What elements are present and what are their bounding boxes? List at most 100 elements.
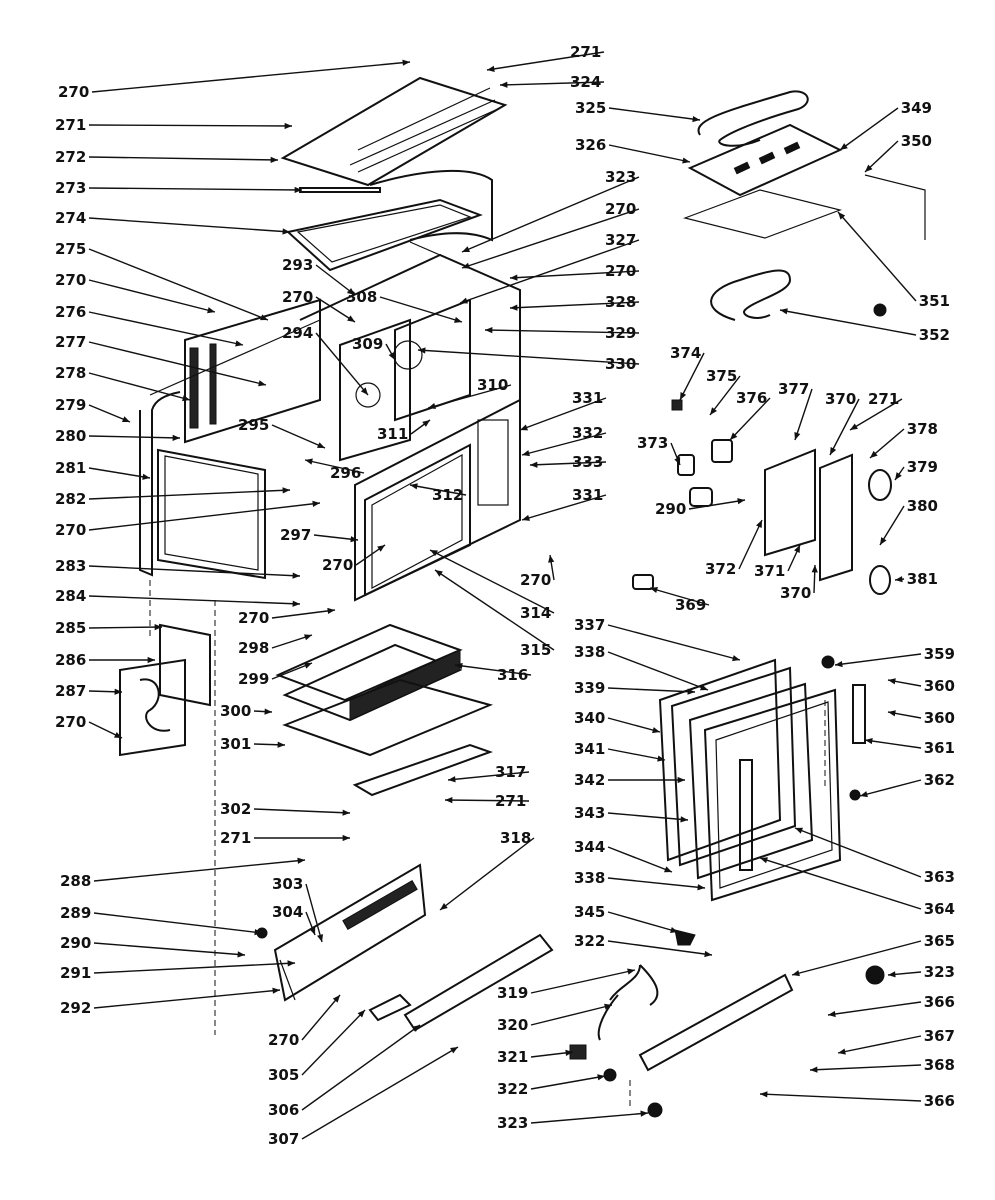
leader-arrow-363 (795, 827, 803, 834)
leader-line-295 (271, 424, 326, 449)
leader-arrow-271 (284, 122, 292, 130)
part-number-label: 271 (868, 390, 899, 408)
leader-arrow-327 (460, 297, 468, 304)
alignment-lines (149, 580, 826, 1110)
part-number-label: 326 (575, 136, 606, 154)
leader-arrow-332 (522, 450, 530, 457)
leader-arrow-290 (737, 498, 745, 505)
part-number-label: 366 (924, 1092, 955, 1110)
leader-line-338 (607, 651, 709, 691)
leader-arrow-365 (792, 970, 800, 977)
oven-front-frame (354, 398, 521, 602)
part-number-label: 295 (238, 416, 269, 434)
leader-arrow-304 (309, 927, 316, 935)
leader-line-274 (88, 217, 291, 233)
leader-line-271 (849, 398, 903, 431)
leader-arrow-291 (287, 960, 295, 967)
part-number-label: 271 (55, 116, 86, 134)
leader-line-326 (608, 144, 691, 163)
leader-arrow-301 (277, 741, 285, 748)
leader-arrow-284 (292, 600, 300, 607)
leader-line-285 (88, 626, 163, 629)
leader-line-270 (271, 609, 336, 619)
part-number-label: 283 (55, 557, 86, 575)
leader-line-376 (729, 397, 771, 441)
leader-arrow-360 (888, 710, 896, 717)
leader-line-327 (459, 239, 640, 304)
leader-arrow-325 (692, 115, 700, 123)
leader-arrow-333 (530, 461, 538, 468)
leader-line-270 (91, 61, 411, 93)
part-number-label: 331 (572, 486, 603, 504)
leader-arrow-285 (154, 623, 162, 631)
leader-arrow-289 (254, 929, 262, 936)
part-number-label: 333 (572, 453, 603, 471)
kick-plate-bar (368, 933, 554, 1032)
leader-arrow-373 (674, 457, 681, 465)
part-number-label: 375 (706, 367, 737, 385)
leader-line-270 (88, 279, 216, 313)
leader-line-303 (305, 883, 323, 943)
leader-arrow-319 (627, 968, 635, 975)
leader-line-294 (315, 332, 369, 396)
part-number-label: 323 (605, 168, 636, 186)
leader-arrow-288 (297, 857, 305, 864)
leader-line-350 (864, 140, 899, 173)
leader-line-316 (454, 664, 532, 676)
leader-line-351 (837, 211, 917, 302)
leader-line-378 (869, 428, 905, 459)
leader-line-349 (839, 107, 899, 151)
part-number-label: 370 (780, 584, 811, 602)
leader-arrow-292 (272, 987, 280, 994)
leader-arrow-375 (710, 407, 717, 415)
wiring-harness-bracket (569, 964, 885, 1118)
leader-arrow-270 (207, 307, 215, 314)
part-number-label: 379 (907, 458, 938, 476)
leader-line-271 (88, 124, 293, 127)
leader-arrow-370 (830, 447, 837, 455)
part-number-label: 314 (520, 604, 551, 622)
leader-arrow-305 (357, 1010, 365, 1018)
leader-arrow-307 (450, 1047, 458, 1054)
leader-arrow-377 (794, 432, 801, 440)
leader-line-307 (301, 1046, 459, 1140)
leader-arrow-350 (865, 164, 873, 172)
leader-arrow-282 (282, 487, 290, 494)
leader-line-314 (429, 549, 555, 614)
part-number-label: 303 (272, 875, 303, 893)
part-number-label: 360 (924, 709, 955, 727)
oven-bottom-tray (275, 623, 494, 797)
leader-arrow-378 (870, 450, 878, 458)
leader-arrow-352 (780, 308, 788, 315)
leader-line-277 (88, 341, 267, 386)
leader-line-369 (649, 587, 710, 606)
part-number-label: 304 (272, 903, 303, 921)
lower-control-panel (256, 863, 427, 1002)
part-number-label: 322 (497, 1080, 528, 1098)
leader-line-296 (304, 459, 365, 474)
part-number-label: 281 (55, 459, 86, 477)
part-number-label: 362 (924, 771, 955, 789)
leader-arrow-326 (682, 157, 690, 164)
leader-arrow-270 (332, 995, 340, 1003)
part-number-label: 270 (605, 262, 636, 280)
leader-line-273 (88, 187, 303, 191)
leader-arrow-295 (317, 442, 325, 448)
leader-line-319 (530, 969, 636, 994)
part-number-label: 301 (220, 735, 251, 753)
leader-arrow-270 (510, 274, 518, 281)
leader-line-375 (709, 375, 741, 416)
part-number-label: 352 (919, 326, 950, 344)
part-number-label: 329 (605, 324, 636, 342)
leader-line-341 (607, 748, 666, 761)
part-number-label: 331 (572, 389, 603, 407)
leader-arrow-302 (342, 809, 350, 816)
part-number-label: 285 (55, 619, 86, 637)
part-number-label: 292 (60, 999, 91, 1017)
leader-arrow-294 (360, 387, 368, 395)
leader-line-370 (829, 398, 860, 456)
leader-arrow-271 (487, 65, 495, 72)
leader-arrow-286 (147, 656, 155, 664)
leader-line-270 (315, 296, 356, 323)
leader-arrow-270 (312, 500, 320, 507)
